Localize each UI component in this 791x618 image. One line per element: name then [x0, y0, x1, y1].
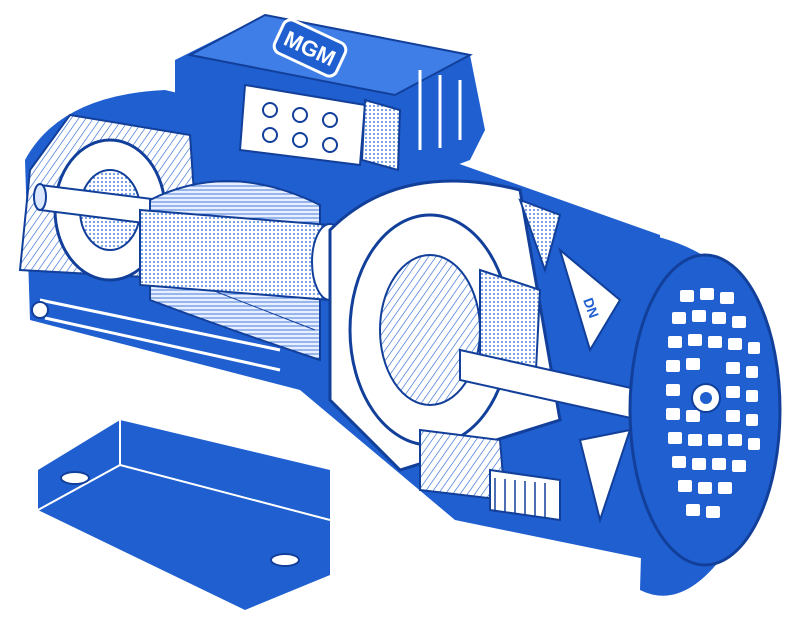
cooling-fan: DN: [518, 198, 632, 524]
terminal-box: MGM: [175, 13, 485, 190]
rotor: [139, 208, 349, 302]
brake-assembly: [328, 179, 562, 522]
mounting-foot: [37, 420, 331, 610]
cooling-fins: [39, 298, 287, 430]
fan-cover-grille: [600, 230, 782, 596]
fan-housing-mark: DN: [580, 296, 602, 320]
